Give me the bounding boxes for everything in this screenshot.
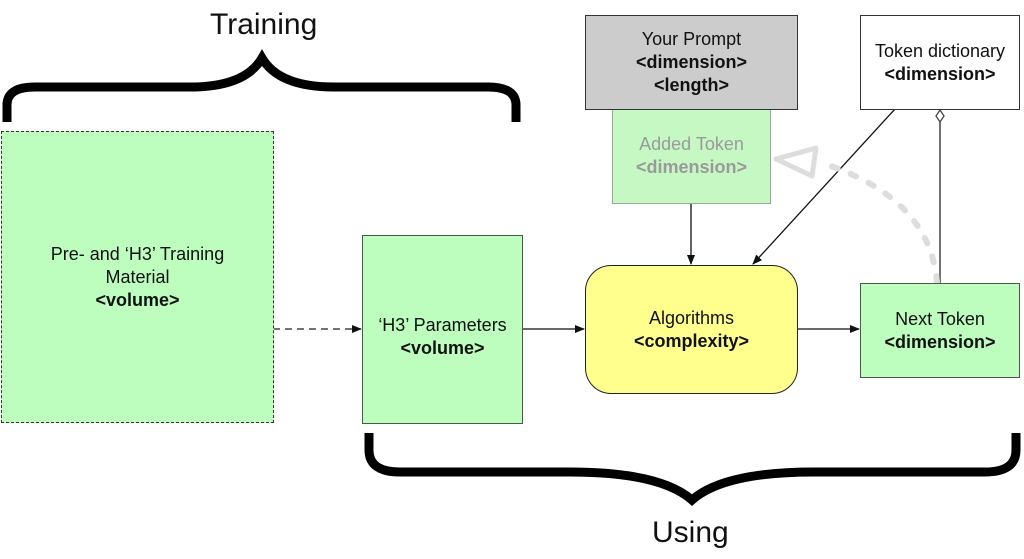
next-token-attribute: <dimension> [884,331,996,352]
token-dictionary-attribute: <dimension> [884,63,996,84]
training-material-title-2: Material [105,266,170,287]
edge-next-token-to-added-token [825,162,940,285]
added-token-attribute: <dimension> [635,157,748,177]
algorithms-title: Algorithms [648,307,735,328]
prompt-attribute-dimension: <dimension> [635,52,748,72]
parameters-node[interactable]: ‘H3’ Parameters <volume> [362,235,523,424]
training-brace [2,49,521,122]
prompt-title: Your Prompt [641,29,742,49]
next-token-title: Next Token [895,308,985,329]
training-label: Training [210,8,318,41]
using-brace [364,433,1021,506]
algorithms-attribute: <complexity> [633,330,750,351]
token-dictionary-title: Token dictionary [874,40,1006,61]
training-material-node[interactable]: Pre- and ‘H3’ Training Material <volume> [1,131,274,423]
prompt-attribute-length: <length> [653,75,729,95]
algorithms-node[interactable]: Algorithms <complexity> [585,265,798,394]
using-label: Using [652,516,729,549]
edge-dictionary-to-algorithms [752,108,896,265]
next-token-node[interactable]: Next Token <dimension> [860,283,1020,378]
feedback-arrowhead-icon [773,145,819,179]
token-dictionary-node[interactable]: Token dictionary <dimension> [860,15,1020,110]
training-material-attribute: <volume> [95,289,180,310]
parameters-title: ‘H3’ Parameters [378,314,507,335]
training-material-title: Pre- and ‘H3’ Training [50,243,225,264]
added-token-title: Added Token [639,134,744,154]
aggregation-diamond-icon [935,108,945,124]
parameters-attribute: <volume> [400,337,485,358]
prompt-node[interactable]: Your Prompt <dimension> <length> [585,15,798,110]
added-token-node[interactable]: Added Token <dimension> [612,108,771,204]
